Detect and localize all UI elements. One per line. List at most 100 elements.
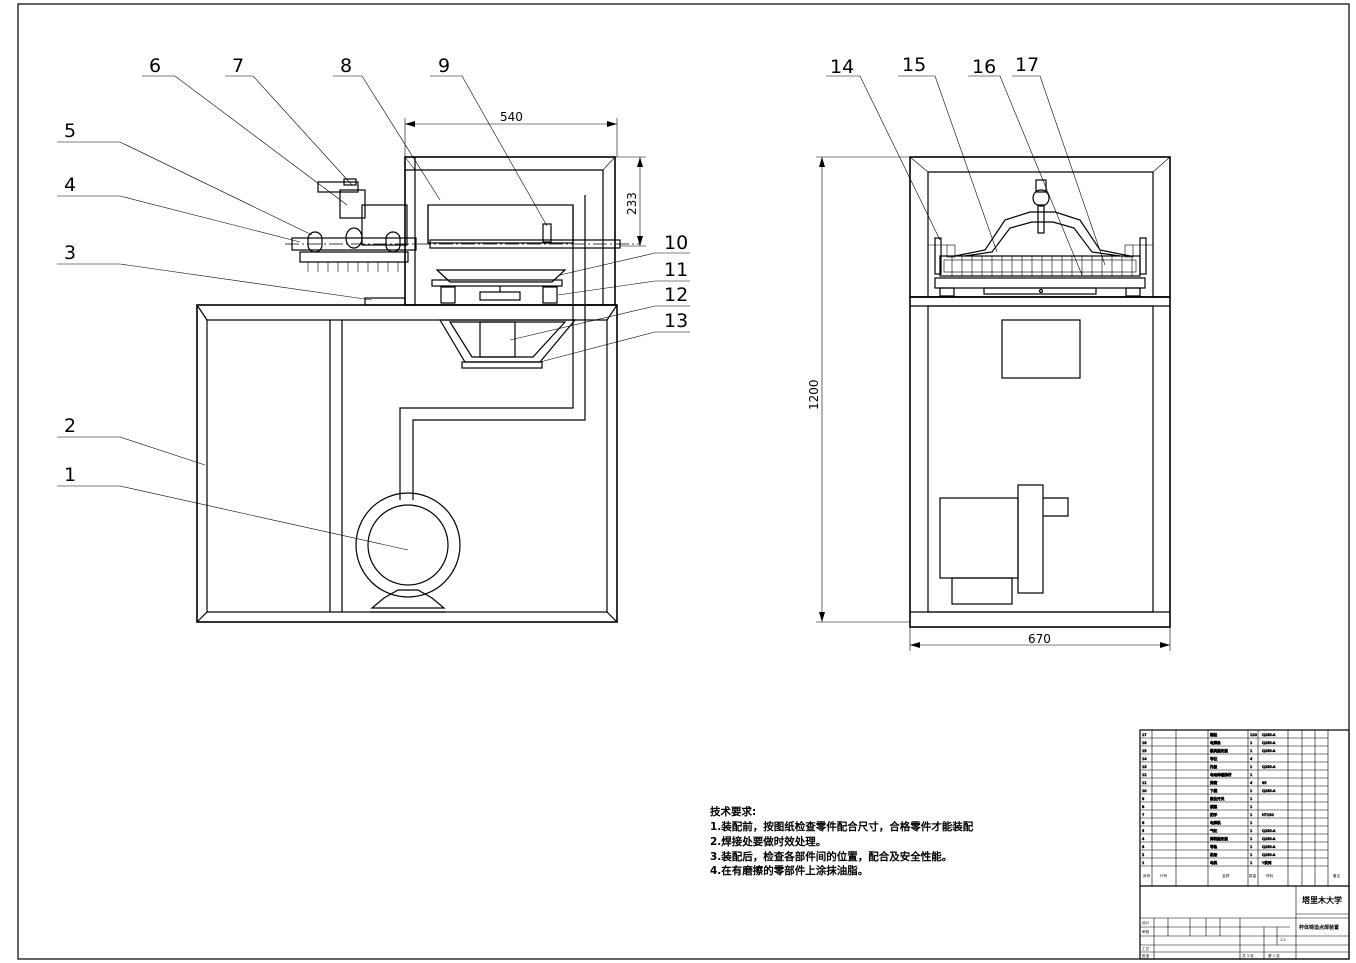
school-name: 塔里木大学 <box>1302 895 1342 905</box>
parts-row-qty: 1 <box>1250 749 1252 753</box>
parts-row-no: 2 <box>1142 853 1144 857</box>
parts-row-name: 弹簧 <box>1210 780 1218 785</box>
tech-title: 技术要求: <box>710 805 756 818</box>
drawing-border <box>17 3 1350 960</box>
parts-row-material: Q235-A <box>1262 733 1276 737</box>
header-material: 材料 <box>1266 873 1274 878</box>
drawing-name: 杯体铸造点焊装置 <box>1298 924 1339 931</box>
tech-item-1: 1.装配前，按图纸检查零件配合尺寸，合格零件才能装配 <box>710 820 974 833</box>
parts-row-no: 14 <box>1142 757 1147 761</box>
parts-row-qty: 1 <box>1250 821 1252 825</box>
parts-row-qty: 1 <box>1250 805 1252 809</box>
sheet-index: 第 1 张 <box>1268 953 1280 958</box>
parts-row-material: Q235-A <box>1262 845 1276 849</box>
sheet-total: 共 3 张 <box>1242 953 1254 958</box>
callout-16: 16 <box>972 56 996 78</box>
parts-row-name: 气缸 <box>1210 828 1218 833</box>
callout-4: 4 <box>64 174 76 196</box>
callout-7: 7 <box>232 55 244 77</box>
parts-row-no: 13 <box>1142 765 1147 769</box>
side-view: 1200 670 14 15 16 17 <box>807 54 1171 651</box>
parts-row-material: Q235-A <box>1262 837 1276 841</box>
check-label: 审核 <box>1142 929 1150 934</box>
parts-row-material: Q235-A <box>1262 741 1276 745</box>
callout-17: 17 <box>1015 54 1039 76</box>
callout-2: 2 <box>64 415 76 437</box>
parts-row-no: 1 <box>1142 861 1144 865</box>
parts-row-no: 9 <box>1142 797 1145 801</box>
tech-item-4: 4.在有磨擦的零部件上涂抹油脂。 <box>710 864 868 877</box>
parts-row-no: 5 <box>1142 829 1144 833</box>
process-label: 工艺 <box>1142 946 1150 951</box>
scale-value: 1:5 <box>1280 938 1286 942</box>
parts-row-qty: 4 <box>1250 757 1253 761</box>
dim-1200: 1200 <box>807 379 821 410</box>
parts-row-no: 7 <box>1142 813 1144 817</box>
parts-row-no: 11 <box>1142 781 1147 785</box>
callout-12: 12 <box>664 284 688 306</box>
callout-9: 9 <box>438 55 450 77</box>
parts-row-material: Q235-A <box>1262 789 1276 793</box>
callout-6: 6 <box>149 55 161 77</box>
parts-row-no: 17 <box>1142 733 1147 737</box>
dim-233: 233 <box>625 192 639 215</box>
header-code: 代号 <box>1160 873 1168 878</box>
design-label: 设计 <box>1142 920 1150 925</box>
parts-row-qty: 1 <box>1250 837 1252 841</box>
callout-15: 15 <box>902 54 926 76</box>
parts-row-name: 把手 <box>1210 812 1218 817</box>
callout-10: 10 <box>664 232 688 254</box>
parts-row-no: 10 <box>1142 789 1147 793</box>
parts-row-material: Q235-A <box>1262 853 1276 857</box>
parts-row-qty: 1 <box>1250 829 1252 833</box>
dim-540: 540 <box>500 110 523 124</box>
header-seq: 序号 <box>1143 873 1151 878</box>
parts-row-qty: 1 <box>1250 773 1252 777</box>
approve-label: 批准 <box>1142 953 1150 958</box>
parts-row-qty: 1 <box>1250 861 1252 865</box>
parts-row-no: 4 <box>1142 837 1145 841</box>
header-qty: 数量 <box>1249 873 1257 878</box>
parts-row-no: 6 <box>1142 821 1145 825</box>
parts-row-name: 螺栓 <box>1210 732 1218 737</box>
parts-row-name: 托板 <box>1210 764 1218 769</box>
parts-row-qty: 4 <box>1250 781 1253 785</box>
header-name: 名称 <box>1222 873 1230 878</box>
callout-3: 3 <box>64 242 76 264</box>
front-view: 540 233 1 2 3 4 5 6 7 8 <box>57 55 690 623</box>
dim-670: 670 <box>1028 632 1051 646</box>
parts-row-no: 8 <box>1142 805 1145 809</box>
callout-11: 11 <box>664 259 688 281</box>
parts-row-name: 焊机固定板 <box>1210 836 1228 841</box>
callout-13: 13 <box>664 310 688 332</box>
tech-item-3: 3.装配后，检查各部件间的位置，配合及安全性能。 <box>710 850 952 863</box>
parts-row-material: HT150 <box>1262 813 1274 817</box>
parts-row-name: 导轨 <box>1210 844 1218 849</box>
parts-row-no: 15 <box>1142 749 1147 753</box>
callout-1: 1 <box>64 464 76 486</box>
parts-row-qty: 1 <box>1250 741 1252 745</box>
callout-5: 5 <box>64 120 76 142</box>
parts-row-qty: 120 <box>1250 733 1258 737</box>
parts-row-name: 电机 <box>1210 860 1218 865</box>
parts-row-name: 电动伸缩推杆 <box>1210 772 1232 777</box>
parts-row-qty: 1 <box>1250 813 1252 817</box>
parts-row-name: 机架 <box>1210 852 1218 857</box>
parts-row-no: 16 <box>1142 741 1147 745</box>
parts-row-qty: 1 <box>1250 797 1252 801</box>
parts-row-name: 电焊机 <box>1210 820 1221 825</box>
parts-row-material: 65 <box>1262 781 1267 785</box>
header-note: 备注 <box>1333 873 1341 878</box>
parts-row-name: 电焊条 <box>1210 740 1221 745</box>
tech-item-2: 2.焊接处要做时效处理。 <box>710 835 826 848</box>
parts-row-no: 3 <box>1142 845 1144 849</box>
parts-row-name: 限位开关 <box>1210 796 1225 801</box>
parts-row-material: Y系列 <box>1262 860 1272 865</box>
technical-requirements: 技术要求: 1.装配前，按图纸检查零件配合尺寸，合格零件才能装配 2.焊接处要做… <box>710 805 974 877</box>
parts-row-qty: 1 <box>1250 789 1252 793</box>
parts-row-material: Q235-A <box>1262 749 1276 753</box>
parts-row-material: Q235-A <box>1262 829 1276 833</box>
parts-row-qty: 1 <box>1250 765 1252 769</box>
